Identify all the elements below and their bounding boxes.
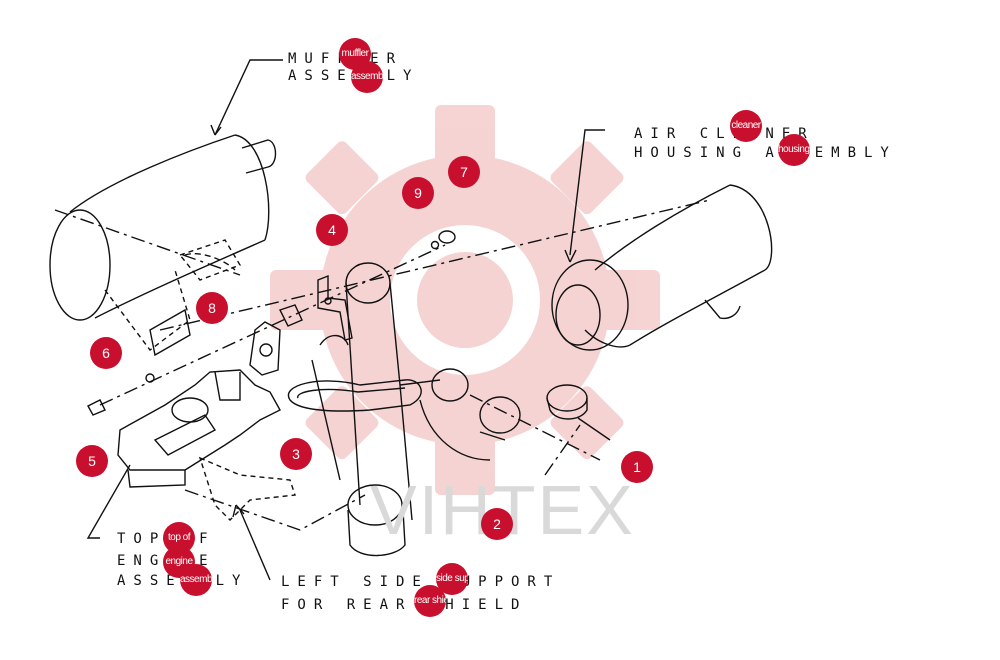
washer-part-9-drawing [430,240,440,250]
gear-watermark-icon [270,105,660,495]
muffler-assembly-hotspot[interactable]: assembly [351,61,383,93]
engine-top-drawing [117,369,281,488]
exhaust-pipe-part-2-drawing [311,262,521,557]
bracket-part-8-drawing [249,304,303,376]
callout-7[interactable]: 7 [448,156,480,188]
callout-9[interactable]: 9 [402,177,434,209]
air-cleaner-housing-drawing [551,184,773,351]
housing-assembly-hotspot[interactable]: housing assembly [778,134,810,166]
left-side-support-label-line2: FOR REAR SHIELD [281,597,528,613]
muffler-leader-line [214,59,283,136]
clamp-part-1-drawing [546,384,611,441]
muffler-assembly-drawing [49,134,277,321]
left-side-support-leader-line [239,509,271,581]
bolt-part-5-drawing [87,399,106,416]
washer-part-6-drawing [145,373,155,383]
engine-assembly-hotspot[interactable]: assembly [180,564,212,596]
air-cleaner-label-line2: HOUSING ASSEMBLY [634,145,897,161]
callout-1[interactable]: 1 [621,451,653,483]
rear-shield-hotspot[interactable]: rear shield [414,585,446,617]
callout-3[interactable]: 3 [280,438,312,470]
left-side-support-drawing [198,456,296,521]
top-of-engine-leader-line [86,464,131,539]
air-cleaner-hotspot[interactable]: cleaner [730,110,762,142]
left-side-support-label-line1: LEFT SIDE SUPPORT [281,574,561,590]
bracket-part-4-drawing [317,274,353,341]
air-cleaner-leader-line [569,129,605,256]
callout-5[interactable]: 5 [76,445,108,477]
nut-part-7-drawing [438,230,456,244]
band-clamp-part-3-drawing [287,379,422,412]
callout-8[interactable]: 8 [196,292,228,324]
callout-6[interactable]: 6 [90,337,122,369]
callout-2[interactable]: 2 [481,508,513,540]
callout-4[interactable]: 4 [316,214,348,246]
